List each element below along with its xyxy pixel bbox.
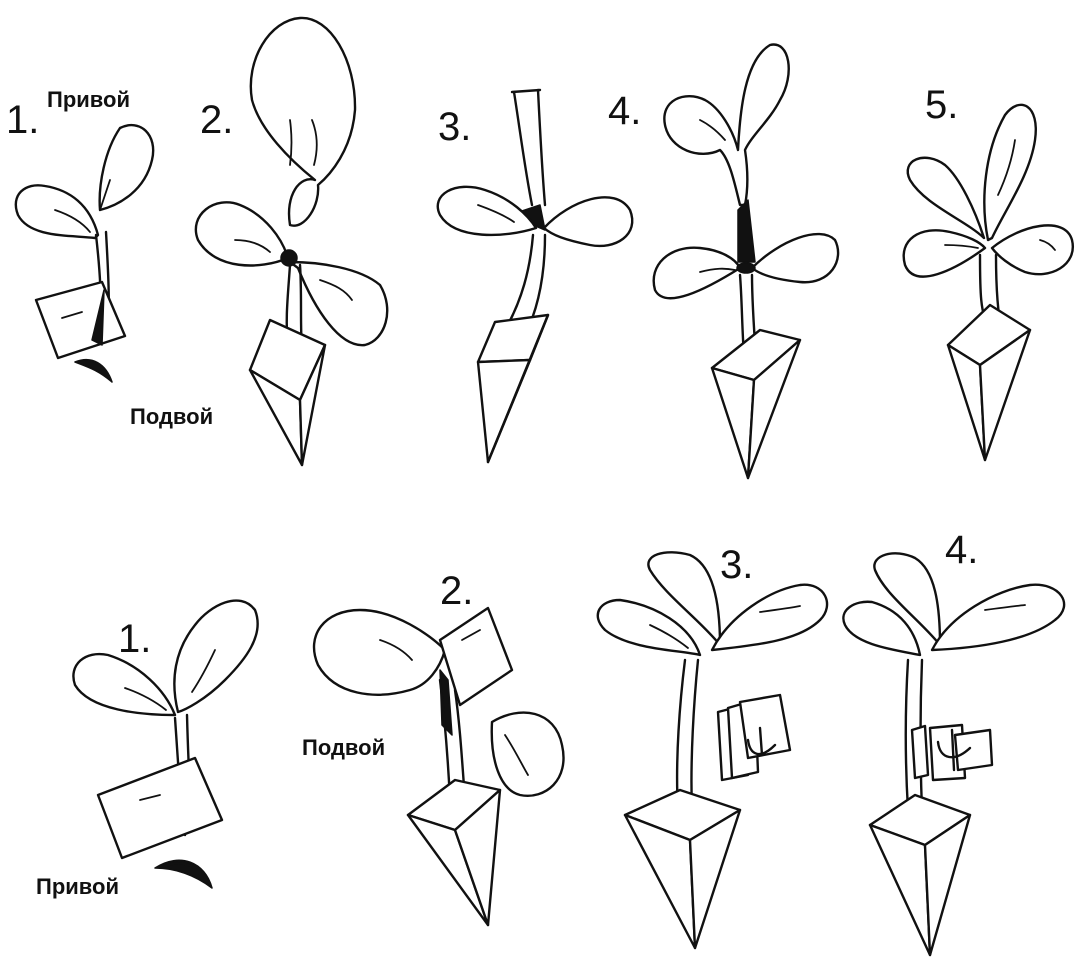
- top-step-5-illustration: [904, 105, 1073, 460]
- top-rootstock-label: Подвой: [130, 404, 213, 429]
- top-step-4-illustration: [654, 45, 838, 478]
- top-step-1-illustration: [16, 125, 153, 382]
- top-step-4-number: 4.: [608, 89, 641, 133]
- bottom-scion-label: Привой: [36, 874, 119, 899]
- bottom-step-4-number: 4.: [945, 528, 978, 572]
- bottom-step-3-illustration: [598, 552, 827, 948]
- bottom-step-2-number: 2.: [440, 569, 473, 613]
- bottom-step-3-number: 3.: [720, 543, 753, 587]
- top-step-1-number: 1.: [6, 98, 39, 142]
- bottom-step-1-number: 1.: [118, 617, 151, 661]
- top-step-5-number: 5.: [925, 83, 958, 127]
- bottom-step-4-illustration: [843, 553, 1064, 955]
- bottom-step-1-illustration: [73, 601, 257, 888]
- top-step-3-number: 3.: [438, 105, 471, 149]
- top-step-2-illustration: [196, 18, 387, 465]
- bottom-rootstock-label: Подвой: [302, 735, 385, 760]
- top-step-2-number: 2.: [200, 98, 233, 142]
- bottom-step-2-illustration: [314, 608, 564, 925]
- top-scion-label: Привой: [47, 87, 130, 112]
